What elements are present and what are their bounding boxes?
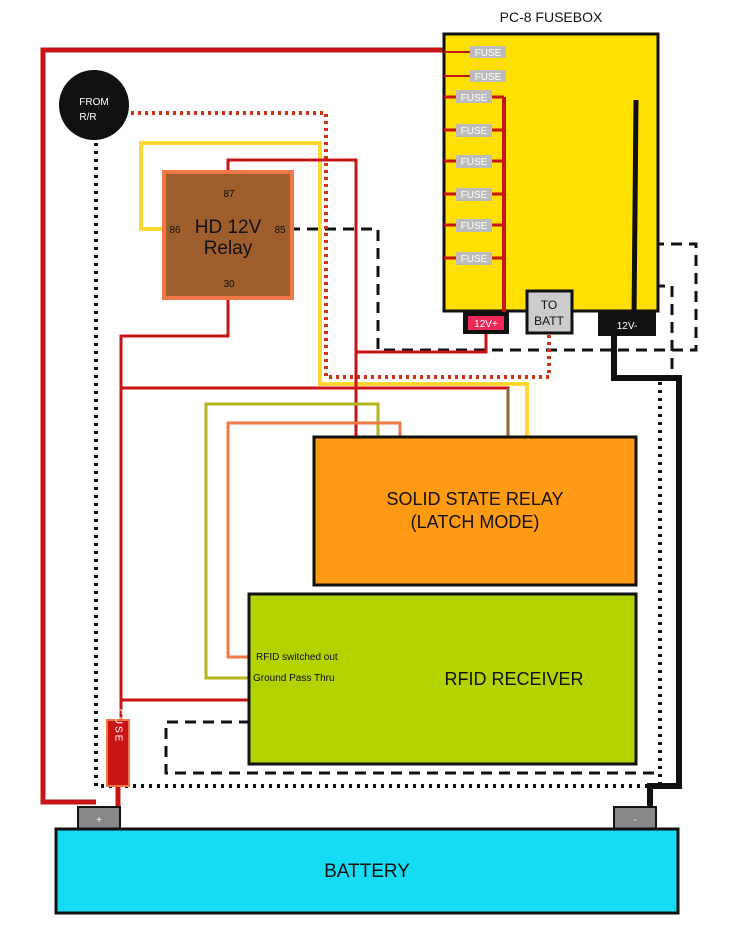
fusebox-title: PC-8 FUSEBOX [500,9,603,25]
relay-pin-86: 86 [169,225,181,236]
battery-body[interactable] [54,827,680,915]
fusebox-12v-plus-label: 12V+ [474,319,498,330]
relay-title-line1: HD 12V [195,217,262,238]
fuse-7-label: FUSE [461,221,488,232]
fuse-6[interactable] [456,188,492,201]
fusebox-12v-minus-label: 12V- [617,321,638,332]
fuse-6-label: FUSE [461,190,488,201]
inline-fuse: FUSE [106,709,130,787]
to-batt-line2: BATT [534,314,564,328]
to-batt-line1: TO [541,298,557,312]
rr-dotted-red-wire [110,111,551,379]
fuse-8[interactable] [456,252,492,265]
olive-wire [204,402,380,680]
fuse-2[interactable] [470,70,506,82]
ground-solid-wire [611,320,682,812]
rfid-title: RFID RECEIVER [444,669,583,689]
from-rr-connector: FROM R/R [59,70,129,140]
ssr-body[interactable] [312,435,638,587]
red-wire-87 [226,158,488,453]
yellow-wire [139,141,529,452]
salmon-wire [226,421,402,659]
relay-pin-85: 85 [274,225,286,236]
relay-pin-30: 30 [223,279,235,290]
rfid-switched-out-label: RFID switched out [256,652,338,663]
fusebox-12v-minus-terminal[interactable] [598,310,656,336]
ssr-line2: (LATCH MODE) [411,512,540,532]
fuse-row: FUSE FUSE FUSE FUSE FUSE FUSE FUSE [444,46,506,265]
from-rr-line1: FROM [79,97,108,108]
rfid-ground-pass-label: Ground Pass Thru [253,673,335,684]
fuse-8-label: FUSE [461,254,488,265]
ground-bus-bar [631,99,639,319]
from-rr-line2: R/R [79,112,96,123]
inline-fuse-body[interactable] [106,719,130,787]
fuse-5-label: FUSE [461,157,488,168]
fusebox-to-batt-terminal[interactable] [525,289,574,335]
dashed-black-wire [164,227,698,775]
fuse-7[interactable] [456,219,492,232]
battery-pos-label: + [96,815,102,826]
fuse-5[interactable] [456,155,492,168]
fuse-3[interactable] [456,90,492,103]
fuse-3-label: FUSE [461,93,488,104]
hd-relay: HD 12V Relay 87 86 85 30 [162,170,294,300]
battery: + - BATTERY [54,806,680,915]
battery-neg-label: - [633,815,636,826]
fusebox: PC-8 FUSEBOX FUSE FUSE FUSE FUSE FUSE [442,9,660,336]
inline-fuse-label: FUSE [113,709,124,744]
rfid-receiver: RFID RECEIVER RFID switched out Ground P… [247,592,638,766]
fuse-1-label: FUSE [475,48,502,59]
relay-pin-87: 87 [223,189,235,200]
solid-state-relay: SOLID STATE RELAY (LATCH MODE) [312,435,638,587]
relay-body[interactable] [162,170,294,300]
ssr-line1: SOLID STATE RELAY [386,489,563,509]
relay-title-line2: Relay [204,238,253,259]
fuse-1[interactable] [470,46,506,58]
main-red-wire [40,47,448,805]
from-rr-circle[interactable] [59,70,129,140]
rfid-body[interactable] [247,592,638,766]
fuse-2-label: FUSE [475,72,502,83]
fuse-4[interactable] [456,124,492,137]
ground-dotted-wire [94,143,662,788]
terminal-plus-face [468,316,504,330]
fuse-4-label: FUSE [461,126,488,137]
battery-label: BATTERY [324,861,410,882]
